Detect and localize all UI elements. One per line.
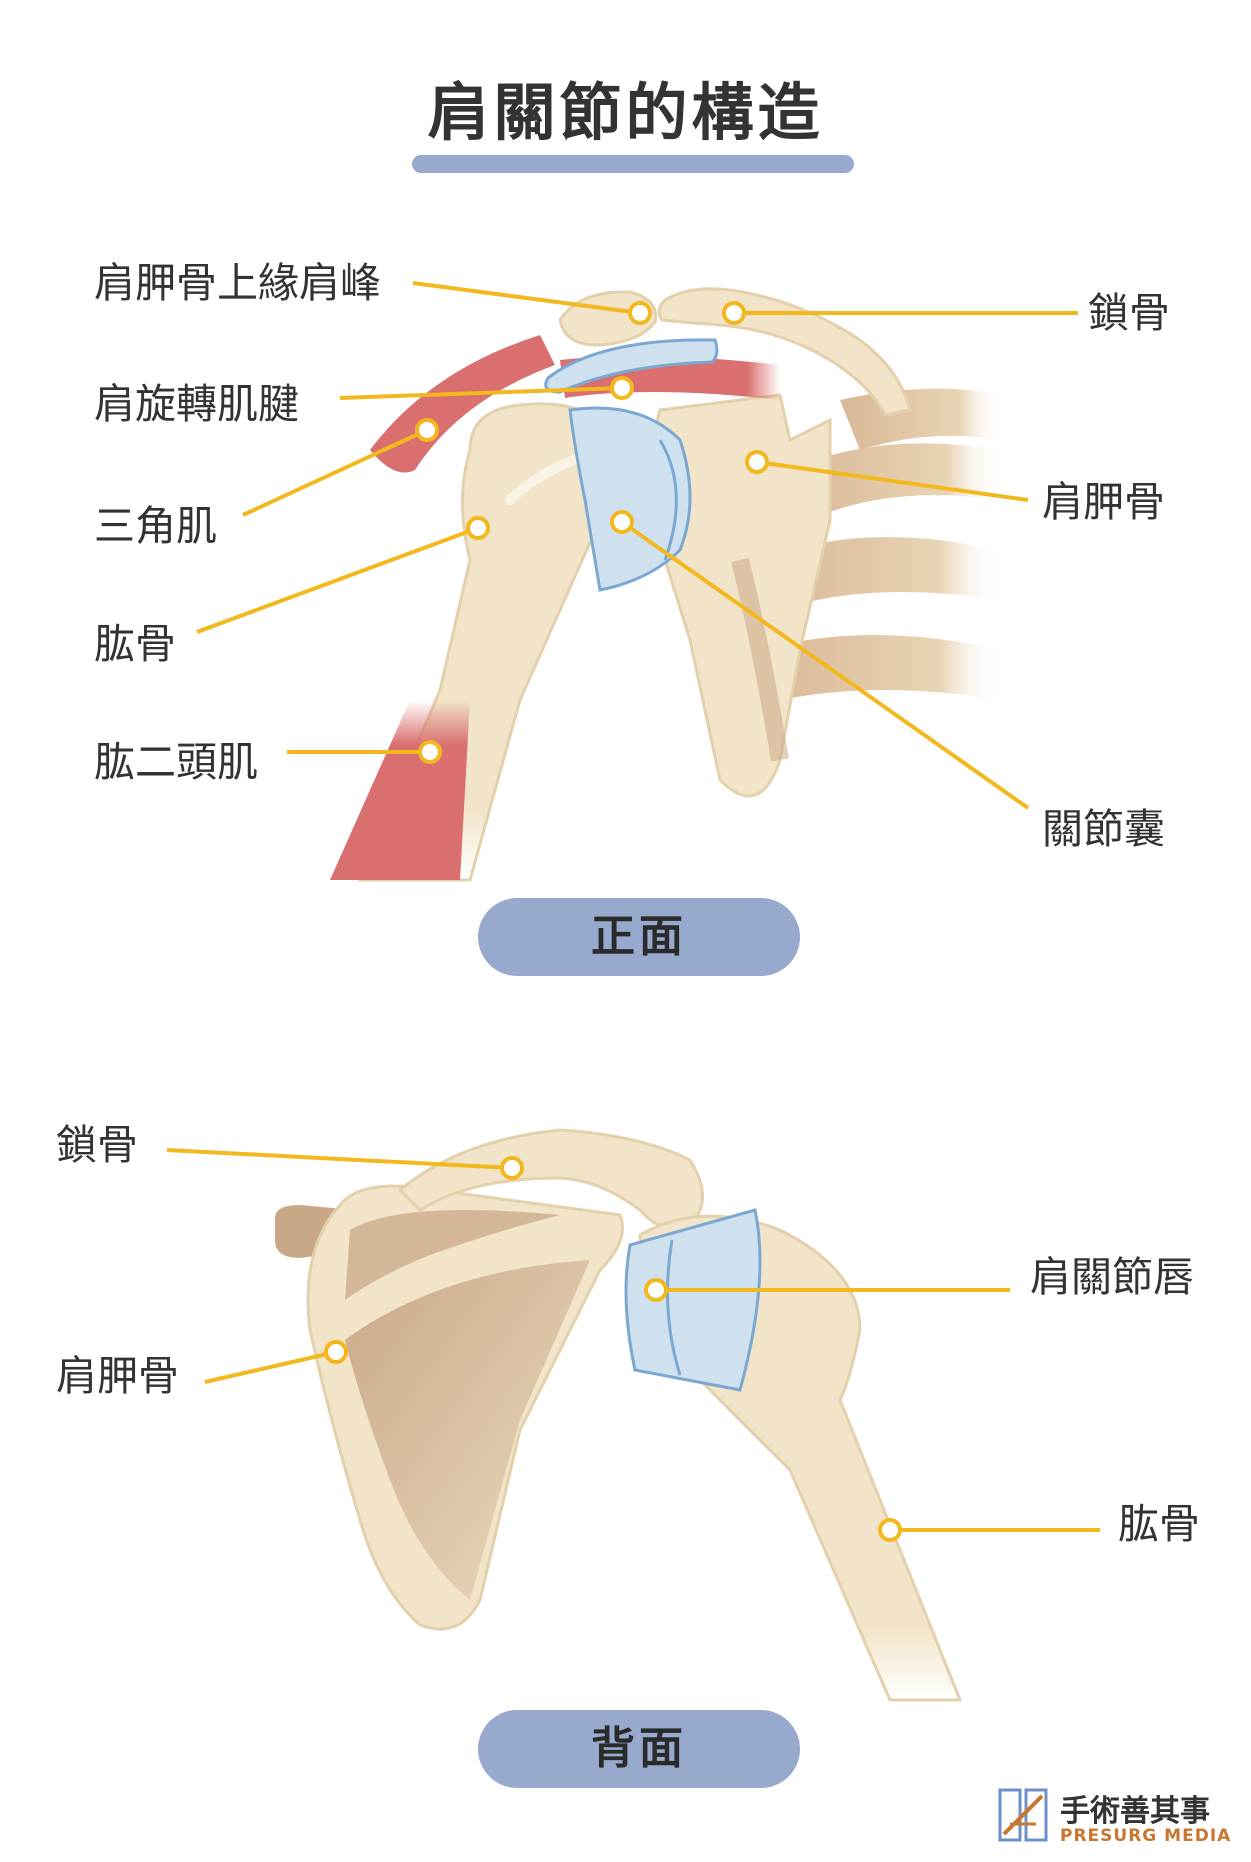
- dot-humerus-front: [466, 516, 490, 540]
- label-labrum: 肩關節唇: [1030, 1253, 1194, 1301]
- label-deltoid: 三角肌: [94, 502, 217, 550]
- front-leader-lines: [196, 281, 1078, 810]
- joint-capsule-shape: [568, 406, 692, 592]
- label-rotator-cuff-tendon: 肩旋轉肌腱: [94, 380, 299, 428]
- label-humerus-back: 肱骨: [1118, 1500, 1200, 1548]
- logo-text-english: PRESURG MEDIA: [1060, 1826, 1232, 1846]
- dot-humerus-back: [878, 1518, 902, 1542]
- label-biceps: 肱二頭肌: [94, 738, 258, 786]
- dot-biceps: [418, 740, 442, 764]
- clavicle-front-shape: [657, 287, 912, 417]
- dot-labrum: [644, 1278, 668, 1302]
- dot-clavicle-back: [500, 1156, 524, 1180]
- dot-scapula-front: [745, 450, 769, 474]
- front-label-dots: [415, 301, 769, 764]
- front-view-illustration: [330, 287, 1000, 882]
- presurg-logo: 手術善其事 PRESURG MEDIA: [996, 1782, 1236, 1852]
- label-humerus-front: 肱骨: [94, 620, 176, 668]
- dot-clavicle-front: [722, 301, 746, 325]
- label-scapula-front: 肩胛骨: [1042, 478, 1165, 526]
- biceps-shape: [330, 700, 470, 880]
- label-clavicle-back: 鎖骨: [56, 1121, 138, 1169]
- dot-rotator-cuff: [610, 376, 634, 400]
- logo-text-chinese: 手術善其事: [1060, 1794, 1210, 1829]
- labrum-shape: [624, 1208, 762, 1392]
- dot-scapula-back: [324, 1340, 348, 1364]
- label-acromion: 肩胛骨上緣肩峰: [94, 259, 381, 307]
- page-title: 肩關節的構造: [427, 76, 824, 149]
- dot-joint-capsule: [610, 510, 634, 534]
- label-clavicle-front: 鎖骨: [1088, 289, 1170, 337]
- back-leader-lines: [166, 1148, 1100, 1532]
- title-underline: [412, 155, 854, 173]
- deltoid-shape: [370, 335, 555, 473]
- view-label-front: 正面: [478, 898, 800, 976]
- label-joint-capsule: 關節囊: [1042, 805, 1165, 853]
- label-scapula-back: 肩胛骨: [56, 1352, 179, 1400]
- back-label-dots: [324, 1156, 902, 1542]
- view-label-back: 背面: [478, 1710, 800, 1788]
- back-view-illustration: [275, 1128, 963, 1702]
- dot-deltoid: [415, 418, 439, 442]
- dot-acromion: [628, 301, 652, 325]
- presurg-logo-icon: [998, 1788, 1048, 1842]
